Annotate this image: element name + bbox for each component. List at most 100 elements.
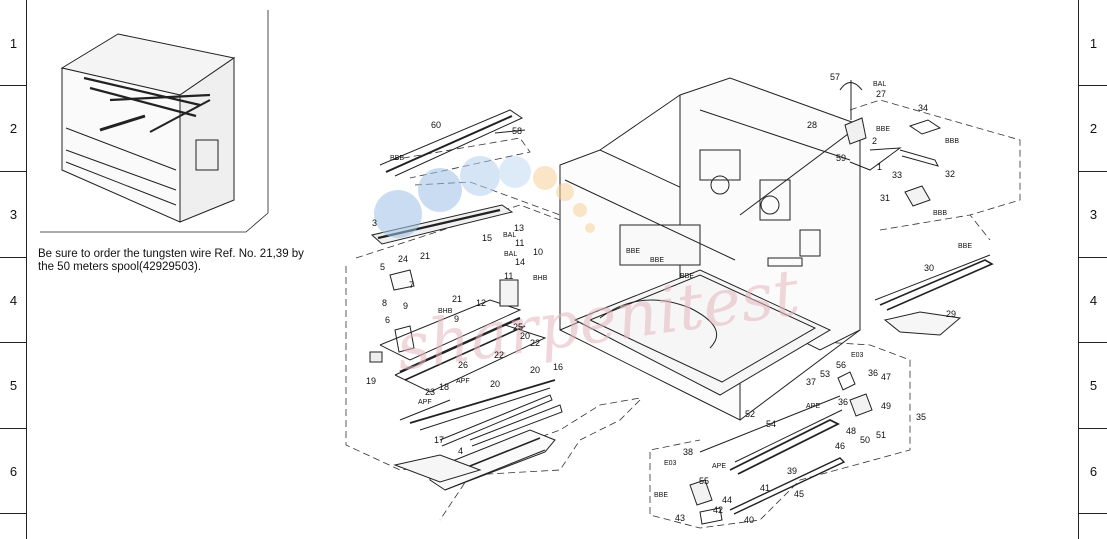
row-number: 2 — [9, 121, 18, 136]
part-callout: 9 — [403, 301, 408, 311]
part-callout: BAL — [873, 81, 886, 88]
part-callout: 11 — [504, 271, 513, 281]
row-number: 4 — [1089, 293, 1098, 308]
part-callout: 26 — [458, 360, 468, 370]
part-callout: BBE — [626, 248, 640, 255]
part-callout: 60 — [431, 120, 441, 130]
grid-divider — [0, 428, 27, 429]
part-callout: E03 — [664, 460, 677, 467]
row-number: 3 — [9, 207, 18, 222]
part-callout: 22 — [530, 338, 540, 348]
part-callout: 43 — [675, 513, 685, 523]
right-grid-margin: 1 2 3 4 5 6 — [1078, 0, 1107, 539]
part-callout: APF — [418, 399, 432, 406]
row-number: 1 — [1089, 36, 1098, 51]
part-callout: 30 — [924, 263, 934, 273]
part-callout: BBE — [680, 273, 694, 280]
part-callout: 39 — [787, 466, 797, 476]
part-callout: BBE — [650, 257, 664, 264]
part-callout: 3 — [372, 218, 377, 228]
part-callout: 22 — [494, 350, 504, 360]
drive-assembly — [839, 80, 994, 336]
part-callout: 53 — [820, 369, 830, 379]
part-callout: 21 — [420, 251, 430, 261]
part-callout: 41 — [760, 483, 770, 493]
part-callout: 12 — [476, 298, 486, 308]
row-number: 3 — [1089, 207, 1098, 222]
part-callout: BBB — [933, 210, 947, 217]
part-callout: 31 — [880, 193, 890, 203]
part-callout: 58 — [512, 126, 522, 136]
main-frame — [559, 77, 861, 421]
part-callout: APE — [712, 463, 726, 470]
left-grid-margin: 1 2 3 4 5 6 — [0, 0, 27, 539]
machine-thumbnail — [40, 10, 269, 233]
part-callout: 29 — [946, 309, 956, 319]
part-callout: 1 — [877, 162, 882, 172]
part-callout: 20 — [520, 331, 530, 341]
part-callout: 34 — [918, 103, 928, 113]
part-callout: 2 — [872, 136, 877, 146]
part-callout: 36 — [868, 368, 878, 378]
grid-divider — [0, 257, 27, 258]
part-callout: 5 — [380, 262, 385, 272]
part-callout: BBE — [876, 126, 890, 133]
grid-divider — [1078, 85, 1107, 86]
part-callout: 45 — [794, 489, 804, 499]
part-callout: 40 — [744, 515, 754, 525]
part-callout: APF — [456, 378, 470, 385]
part-callout: 59 — [836, 153, 846, 163]
part-callout: BAL — [504, 251, 517, 258]
grid-divider — [1078, 342, 1107, 343]
grid-divider — [1078, 257, 1107, 258]
grid-divider — [1078, 428, 1107, 429]
grid-divider — [0, 513, 27, 514]
part-callout: 37 — [806, 377, 816, 387]
part-callout: BHB — [533, 275, 548, 282]
row-number: 6 — [1089, 464, 1098, 479]
row-number: 2 — [1089, 121, 1098, 136]
part-callout: 19 — [366, 376, 376, 386]
part-callout: 20 — [490, 379, 500, 389]
row-number: 5 — [1089, 378, 1098, 393]
part-callout: 15 — [482, 233, 492, 243]
part-callout: 7 — [409, 280, 414, 290]
part-callout: 21 — [452, 294, 462, 304]
part-callout: 48 — [846, 426, 856, 436]
part-callout: 42 — [713, 505, 723, 515]
part-callout: BBB — [390, 155, 404, 162]
part-callout: 38 — [683, 447, 693, 457]
part-callout: 8 — [382, 298, 387, 308]
part-callout: 24 — [398, 254, 408, 264]
part-callout: 18 — [439, 382, 449, 392]
row-number: 5 — [9, 378, 18, 393]
part-callout: 10 — [533, 247, 543, 257]
part-callout: 47 — [881, 372, 891, 382]
part-callout: 14 — [515, 257, 525, 267]
part-callout: BBE — [958, 243, 972, 250]
part-callout: 51 — [876, 430, 886, 440]
grid-divider — [0, 171, 27, 172]
row-number: 6 — [9, 464, 18, 479]
part-callout: 50 — [860, 435, 870, 445]
part-callout: 55 — [699, 476, 709, 486]
part-callout: 20 — [530, 365, 540, 375]
part-callout: BAL — [503, 232, 516, 239]
part-callout: 17 — [434, 435, 444, 445]
part-callout: 57 — [830, 72, 840, 82]
grid-divider — [0, 85, 27, 86]
part-callout: APE — [806, 403, 820, 410]
part-callout: 32 — [945, 169, 955, 179]
grid-divider — [1078, 171, 1107, 172]
grid-divider — [0, 342, 27, 343]
part-callout: 35 — [916, 412, 926, 422]
part-callout: 33 — [892, 170, 902, 180]
part-callout: BHB — [438, 308, 453, 315]
part-callout: 52 — [745, 409, 755, 419]
part-callout: 54 — [766, 419, 776, 429]
part-callout: BBE — [654, 492, 668, 499]
part-callout: 27 — [876, 89, 886, 99]
part-callout: 9 — [454, 314, 459, 324]
part-callout: 46 — [835, 441, 845, 451]
